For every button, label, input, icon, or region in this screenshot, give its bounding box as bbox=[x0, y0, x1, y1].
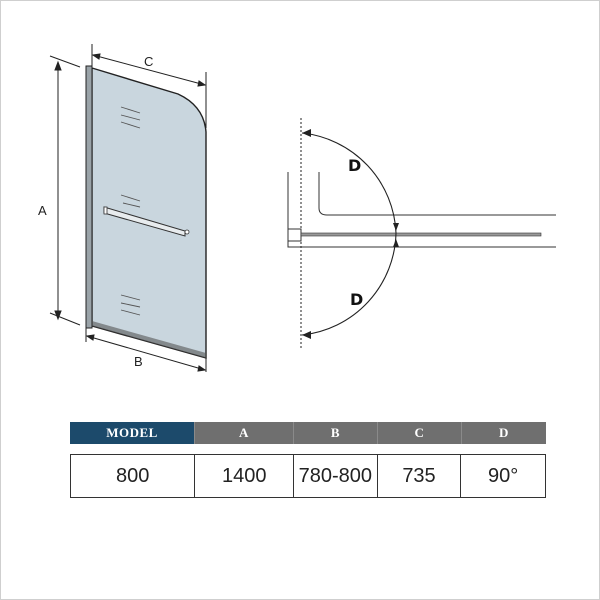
label-a: A bbox=[38, 203, 47, 218]
label-b: B bbox=[134, 354, 143, 369]
table-header-row: MODEL A B C D bbox=[70, 422, 546, 444]
label-d-upper: D bbox=[348, 156, 361, 175]
arrow-center-bottom bbox=[393, 239, 399, 247]
value-b: 780-800 bbox=[294, 455, 378, 497]
value-d: 90° bbox=[488, 464, 519, 487]
tub-inner bbox=[318, 172, 556, 216]
glass-panel bbox=[91, 67, 207, 359]
arrow-down-end bbox=[302, 331, 311, 339]
dimension-a bbox=[49, 55, 81, 326]
table-row: 800 1400 780-800 735 90° bbox=[70, 454, 546, 498]
etched-lines-middle bbox=[120, 194, 141, 208]
panel-perspective: A C B bbox=[38, 44, 207, 372]
bath-outline bbox=[287, 172, 556, 248]
arrow-up-end bbox=[302, 129, 311, 137]
dimension-b bbox=[85, 328, 207, 372]
arrow-center-top bbox=[393, 223, 399, 231]
value-a: 1400 bbox=[195, 455, 295, 497]
value-c: 735 bbox=[378, 455, 462, 497]
swing-plan: D D bbox=[287, 118, 556, 348]
swing-arc bbox=[301, 132, 397, 336]
header-a: A bbox=[195, 422, 294, 444]
etched-lines-top bbox=[120, 106, 141, 129]
hinge-block bbox=[287, 228, 302, 242]
dimension-c bbox=[91, 44, 207, 128]
label-c: C bbox=[144, 54, 153, 69]
shower-screen-diagram: A C B bbox=[38, 44, 556, 372]
wall-profile bbox=[85, 65, 93, 329]
header-b: B bbox=[294, 422, 378, 444]
header-model: MODEL bbox=[70, 422, 195, 444]
header-d: D bbox=[462, 422, 546, 444]
bottom-seal bbox=[92, 321, 206, 358]
closed-panel bbox=[300, 232, 542, 237]
header-c: C bbox=[378, 422, 462, 444]
towel-bar bbox=[103, 206, 190, 237]
spec-table: MODEL A B C D 800 1400 780-800 735 90° bbox=[70, 422, 546, 498]
value-model: 800 bbox=[71, 455, 196, 497]
label-d-lower: D bbox=[350, 290, 363, 309]
etched-lines-bottom bbox=[120, 294, 141, 316]
